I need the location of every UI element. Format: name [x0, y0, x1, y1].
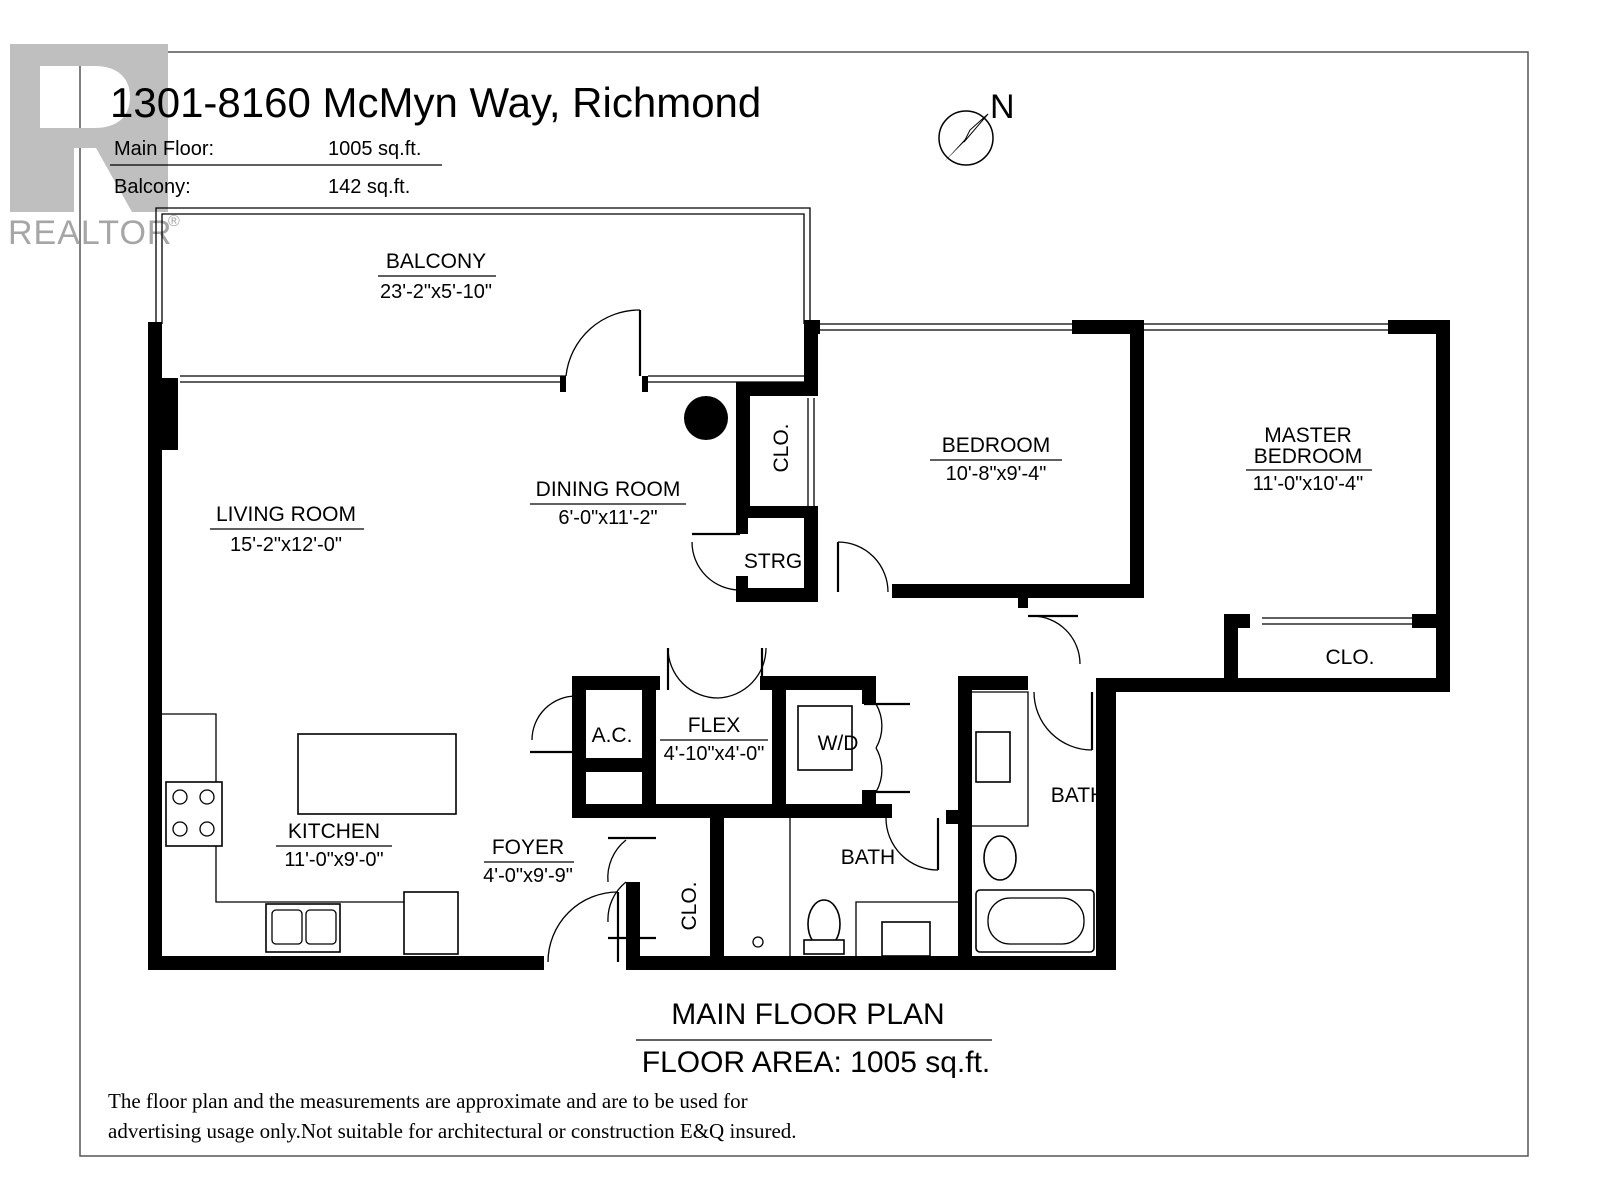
plan-title: MAIN FLOOR PLAN [671, 998, 944, 1031]
bedroom-windows [820, 323, 1388, 331]
balcony-outline [155, 207, 811, 383]
flex-dims: 4'-10"x4'-0" [664, 743, 765, 765]
walls [148, 320, 1450, 970]
bath-sink-middle [881, 921, 931, 957]
floor-drain [752, 936, 764, 948]
door-swings [530, 309, 1412, 963]
page-frame [79, 51, 1529, 1157]
north-arrow-icon: N [938, 88, 1015, 166]
master-bedroom-name-1: MASTER [1264, 424, 1352, 447]
dining-room-name: DINING ROOM [536, 478, 681, 501]
address-title: 1301-8160 McMyn Way, Richmond [110, 79, 761, 126]
ac-label: A.C. [592, 724, 633, 747]
bedroom-name: BEDROOM [942, 434, 1051, 457]
north-label: N [990, 88, 1015, 126]
closet-label-dining: CLO. [770, 423, 793, 472]
structural-column [684, 396, 728, 440]
room-labels: BALCONY 23'-2"x5'-10" LIVING ROOM 15'-2"… [210, 250, 1372, 887]
master-bedroom-name-2: BEDROOM [1254, 445, 1363, 468]
toilet-right [983, 835, 1017, 881]
living-room-name: LIVING ROOM [216, 503, 356, 526]
stove [165, 781, 223, 847]
master-bedroom-dims: 11'-0"x10'-4" [1253, 473, 1363, 495]
kitchen-name: KITCHEN [288, 820, 380, 843]
washer-dryer-label: W/D [818, 732, 859, 755]
kitchen-fixtures [162, 713, 459, 955]
main-floor-value: 1005 sq.ft. [328, 138, 421, 160]
bath-sink-right [975, 731, 1011, 783]
balcony-name: BALCONY [386, 250, 486, 273]
washer-dryer [797, 705, 853, 771]
kitchen-sink [265, 903, 341, 953]
balcony-value: 142 sq.ft. [328, 176, 410, 198]
bath-fixtures [752, 691, 1095, 957]
balcony-dims: 23'-2"x5'-10" [380, 281, 492, 303]
balcony-label: Balcony: [114, 176, 191, 198]
bedroom-dims: 10'-8"x9'-4" [946, 463, 1047, 485]
closet-label-foyer: CLO. [678, 881, 701, 930]
kitchen-dims: 11'-0"x9'-0" [284, 849, 383, 871]
foyer-dims: 4'-0"x9'-9" [483, 865, 573, 887]
storage-label: STRG. [744, 550, 808, 573]
disclaimer-line-1: The floor plan and the measurements are … [108, 1089, 748, 1113]
realtor-logo: REALTOR ® [8, 44, 181, 252]
living-room-dims: 15'-2"x12'-0" [230, 534, 342, 556]
misc-labels: CLO. STRG. CLO. A.C. W/D CLO. BATH BATH [592, 423, 1375, 930]
disclaimer-line-2: advertising usage only.Not suitable for … [108, 1119, 797, 1143]
kitchen-island [297, 733, 457, 815]
closet-label-master: CLO. [1325, 646, 1374, 669]
dishwasher [403, 891, 459, 955]
bathtub [975, 889, 1095, 953]
realtor-wordmark: REALTOR [8, 214, 172, 252]
dining-room-dims: 6'-0"x11'-2" [558, 507, 657, 529]
main-floor-label: Main Floor: [114, 138, 214, 160]
floor-area: FLOOR AREA: 1005 sq.ft. [642, 1046, 991, 1079]
registered-mark: ® [168, 213, 181, 230]
flex-name: FLEX [688, 714, 741, 737]
foyer-name: FOYER [492, 836, 564, 859]
bath-label-right: BATH [1051, 784, 1105, 807]
bath-label-middle: BATH [841, 846, 895, 869]
